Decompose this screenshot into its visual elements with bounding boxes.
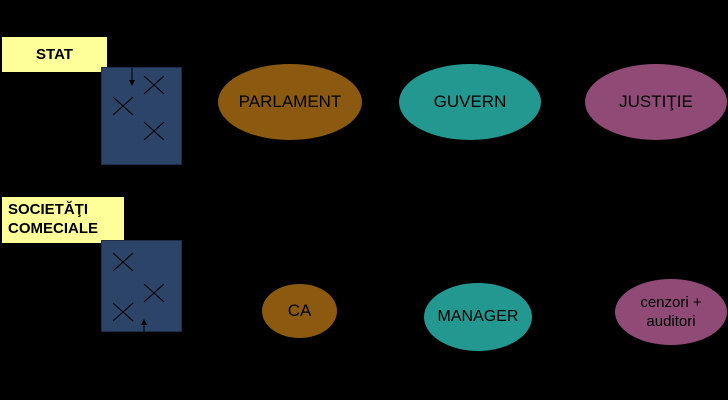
cenzori-label-line2: auditori	[646, 313, 696, 330]
societati-label-line2: COMECIALE	[8, 220, 98, 237]
x-mark-icon	[112, 96, 134, 116]
societati-label-line1: SOCIETĂŢI	[8, 201, 89, 218]
state-structure-marks	[112, 68, 165, 141]
x-mark-icon	[112, 252, 134, 272]
cenzori-label-line1: cenzori +	[640, 294, 702, 311]
societati-label: SOCIETĂŢI COMECIALE	[2, 197, 124, 243]
stat-label: STAT	[2, 37, 107, 72]
parlament-label: PARLAMENT	[238, 92, 342, 111]
parlament-ellipse: PARLAMENT	[218, 64, 362, 140]
stat-label-text: STAT	[36, 46, 73, 63]
manager-ellipse: MANAGER	[424, 283, 532, 351]
x-mark-icon	[112, 302, 134, 322]
ca-ellipse: CA	[262, 284, 337, 338]
arrow-head-icon	[129, 80, 135, 86]
arrow-head-icon	[141, 319, 147, 325]
cenzori-label: cenzori + auditori	[640, 293, 701, 331]
ca-label: CA	[287, 301, 312, 320]
company-structure-box	[101, 240, 182, 333]
x-mark-icon	[143, 283, 165, 303]
x-mark-icon	[143, 75, 165, 95]
guvern-ellipse: GUVERN	[399, 64, 541, 140]
x-mark-icon	[143, 121, 165, 141]
guvern-label: GUVERN	[433, 92, 507, 111]
justitie-ellipse: JUSTIŢIE	[585, 64, 727, 140]
cenzori-ellipse: cenzori + auditori	[615, 279, 727, 345]
manager-label: MANAGER	[437, 308, 519, 325]
justitie-label: JUSTIŢIE	[619, 92, 693, 111]
state-structure-box	[101, 67, 182, 165]
company-structure-marks	[112, 252, 165, 333]
